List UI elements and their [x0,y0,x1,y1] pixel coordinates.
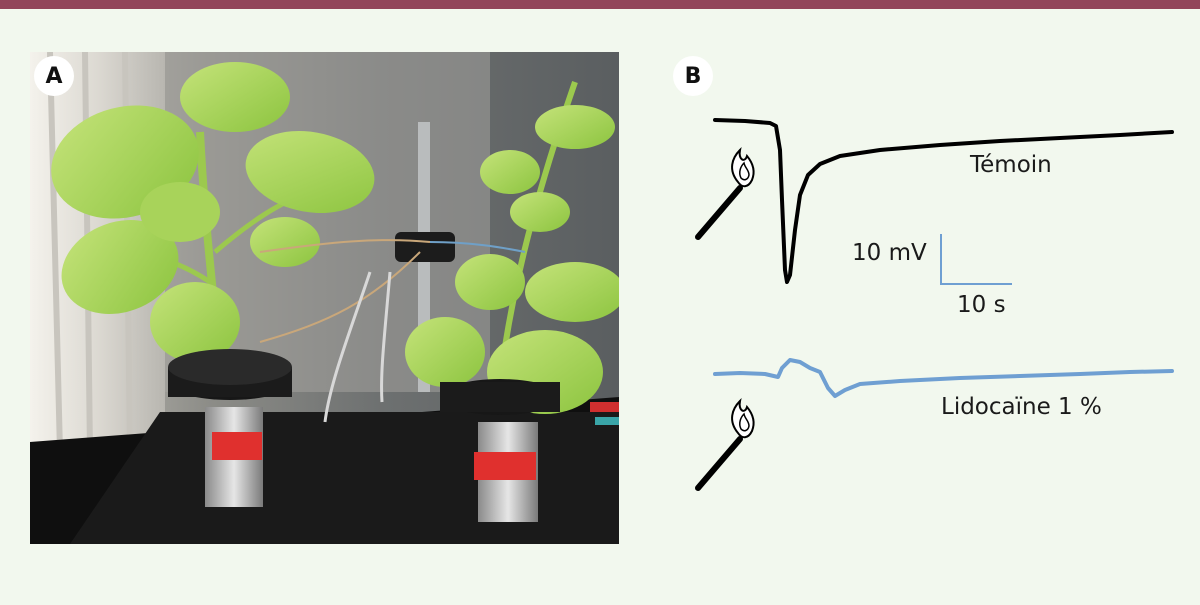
panel-label-a: A [34,56,74,96]
plant-photo [30,52,619,544]
top-border [0,0,1200,9]
trace-lidocaine [713,358,1174,398]
panel-label-b: B [673,56,713,96]
trace-label-temoin: Témoin [970,152,1052,178]
scale-bar-voltage-label: 10 mV [852,240,927,266]
traces-svg [695,118,1174,491]
electrophysiology-traces [690,60,1190,520]
scale-bar-time-label: 10 s [957,292,1006,318]
scale-bar [940,234,1012,285]
burning-match-icon [695,146,755,240]
trace-temoin [713,118,1174,284]
trace-label-lidocaine: Lidocaïne 1 % [941,394,1102,420]
plant-photo-illustration [30,52,619,544]
burning-match-icon [695,397,755,491]
